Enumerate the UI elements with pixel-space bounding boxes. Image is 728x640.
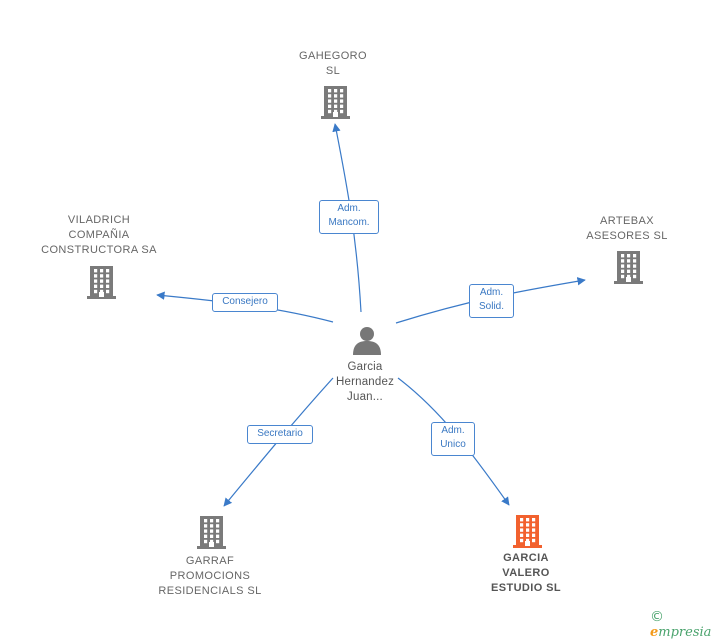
node-label[interactable]: VILADRICH COMPAÑIA CONSTRUCTORA SA (41, 214, 157, 256)
node-label[interactable]: GARCIA VALERO ESTUDIO SL (490, 552, 561, 594)
edge-label-adm-mancom[interactable]: Adm. Mancom. (319, 200, 379, 234)
brand-name: mpresia (658, 625, 712, 640)
center-person-label[interactable]: Garcia Hernandez Juan... (335, 361, 395, 403)
edge-label-consejero[interactable]: Consejero (212, 293, 278, 312)
edge-label-adm-solid[interactable]: Adm. Solid. (469, 284, 514, 318)
node-label[interactable]: GAHEGORO SL (299, 50, 367, 77)
person-icon[interactable] (351, 325, 383, 355)
node-label[interactable]: ARTEBAX ASESORES SL (586, 215, 668, 242)
edge-label-secretario[interactable]: Secretario (247, 425, 313, 444)
node-label[interactable]: GARRAF PROMOCIONS RESIDENCIALS SL (158, 555, 262, 597)
building-icon[interactable] (196, 515, 227, 549)
copyright-icon: © (650, 609, 664, 625)
building-icon[interactable] (613, 250, 644, 284)
building-icon[interactable] (320, 85, 351, 119)
building-icon[interactable] (86, 265, 117, 299)
empresia-watermark: © empresia (650, 609, 728, 640)
building-icon[interactable] (512, 514, 543, 548)
edge-label-adm-unico[interactable]: Adm. Unico (431, 422, 475, 456)
